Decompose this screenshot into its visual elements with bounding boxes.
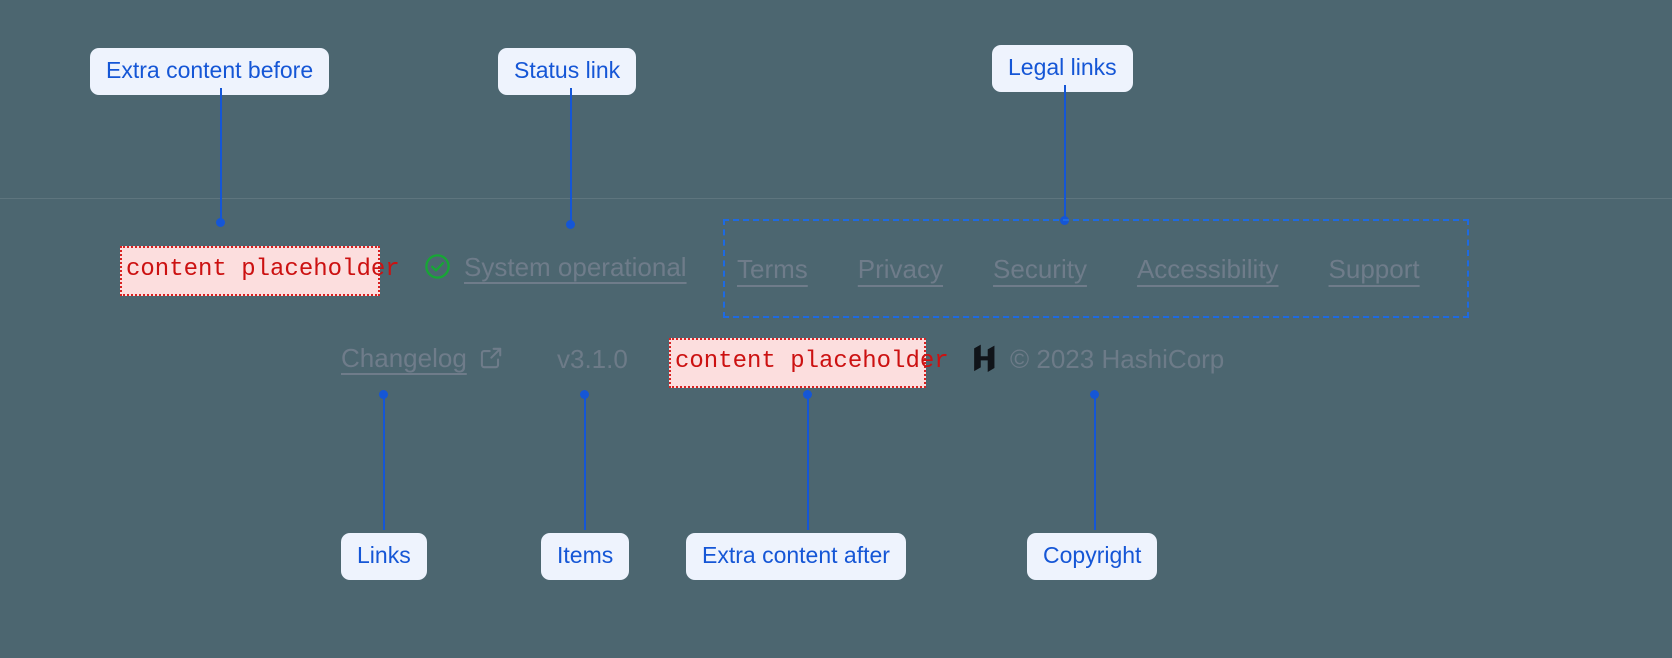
annotation-leader-legal-links	[1064, 85, 1066, 218]
annotation-leader-items	[584, 396, 586, 530]
annotation-label-links: Links	[341, 533, 427, 580]
content-placeholder-after: content placeholder	[669, 338, 949, 388]
annotation-leader-copyright	[1094, 396, 1096, 530]
annotation-label-extra-content-after: Extra content after	[686, 533, 906, 580]
annotation-leader-links	[383, 396, 385, 530]
check-circle-icon	[425, 254, 450, 279]
annotation-leader-status-link	[570, 88, 572, 224]
annotation-label-extra-content-before: Extra content before	[90, 48, 330, 95]
content-placeholder-before: content placeholder	[120, 246, 400, 296]
legal-link-privacy[interactable]: Privacy	[857, 254, 944, 284]
annotation-dot-status-link	[566, 220, 575, 229]
annotation-dot-extra-content-after	[803, 390, 812, 399]
legal-link-accessibility[interactable]: Accessibility	[1136, 254, 1279, 284]
version-label: v3.1.0	[557, 344, 628, 374]
annotation-dot-items	[580, 390, 589, 399]
copyright-block: © 2023 HashiCorp	[971, 344, 1224, 373]
legal-link-support[interactable]: Support	[1328, 254, 1420, 284]
changelog-link[interactable]: Changelog	[341, 345, 504, 371]
annotation-dot-copyright	[1090, 390, 1099, 399]
legal-links-group-outline	[723, 219, 1469, 318]
annotation-label-status-link: Status link	[498, 48, 637, 95]
annotation-label-items: Items	[541, 533, 630, 580]
annotation-leader-extra-content-after	[807, 396, 809, 530]
hashicorp-logo	[974, 344, 995, 372]
annotation-dot-links	[379, 390, 388, 399]
changelog-link-label[interactable]: Changelog	[341, 343, 467, 373]
legal-link-security[interactable]: Security	[993, 254, 1087, 284]
external-link-icon	[480, 347, 502, 369]
legal-link-terms[interactable]: Terms	[737, 254, 808, 284]
annotation-dot-extra-content-before	[216, 218, 225, 227]
copyright-text: © 2023 HashiCorp	[1010, 343, 1225, 374]
annotation-label-legal-links: Legal links	[992, 45, 1133, 92]
legal-links-list: Terms Privacy Security Accessibility Sup…	[737, 256, 1420, 282]
status-link[interactable]: System operational	[423, 252, 687, 281]
footer-top-divider	[0, 198, 1672, 199]
annotation-leader-extra-content-before	[220, 88, 222, 222]
annotation-label-copyright: Copyright	[1027, 533, 1158, 580]
status-link-label[interactable]: System operational	[464, 251, 687, 282]
